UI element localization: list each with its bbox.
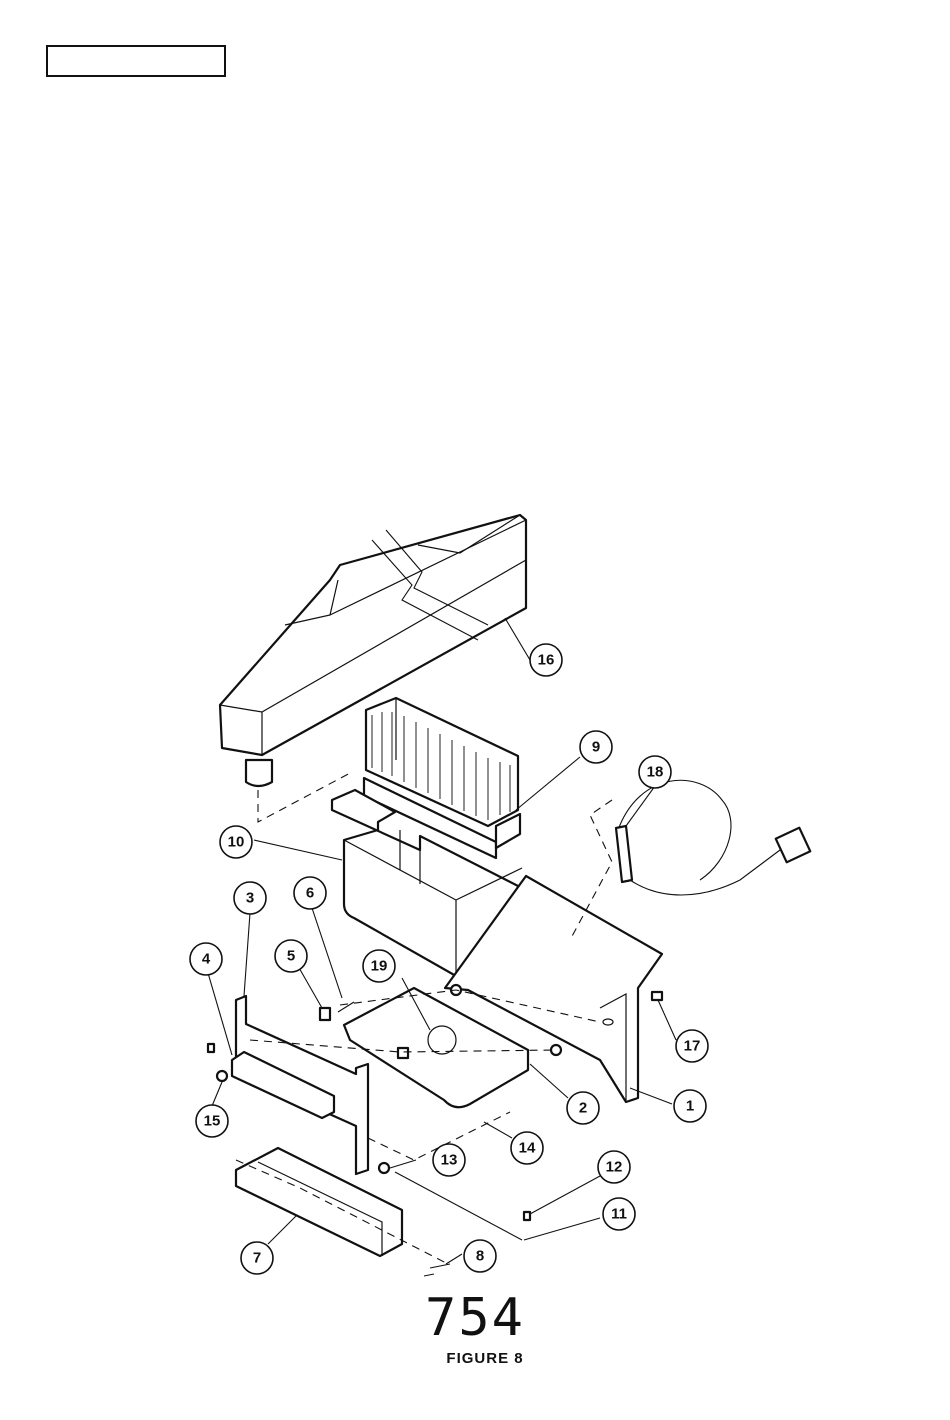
callout-17-label: 17: [684, 1038, 701, 1055]
callout-11: 11: [603, 1198, 635, 1230]
callout-6-label: 6: [306, 885, 314, 902]
part-18-sensor-cable: [616, 780, 810, 895]
callout-18-label: 18: [647, 764, 664, 781]
callout-9-label: 9: [592, 739, 600, 756]
callout-7: 7: [241, 1242, 273, 1274]
callout-10-label: 10: [228, 834, 245, 851]
callout-7-label: 7: [253, 1250, 261, 1267]
part-7-channel: [236, 1148, 402, 1256]
callout-14: 14: [511, 1132, 543, 1164]
callout-15: 15: [196, 1105, 228, 1137]
callout-9: 9: [580, 731, 612, 763]
callout-5-label: 5: [287, 948, 295, 965]
callout-17: 17: [676, 1030, 708, 1062]
callout-13-label: 13: [441, 1152, 458, 1169]
callout-16-label: 16: [538, 652, 555, 669]
callout-19: 19: [363, 950, 395, 982]
callout-1: 1: [674, 1090, 706, 1122]
callout-18: 18: [639, 756, 671, 788]
callout-8: 8: [464, 1240, 496, 1272]
callout-2: 2: [567, 1092, 599, 1124]
callout-8-label: 8: [476, 1248, 484, 1265]
callout-5: 5: [275, 940, 307, 972]
callout-6: 6: [294, 877, 326, 909]
callout-13: 13: [433, 1144, 465, 1176]
callout-4-label: 4: [202, 951, 211, 968]
callout-12: 12: [598, 1151, 630, 1183]
figure-caption: FIGURE 8: [0, 1350, 950, 1367]
callout-15-label: 15: [204, 1113, 221, 1130]
callout-19-label: 19: [371, 958, 388, 975]
callout-12-label: 12: [606, 1159, 623, 1176]
callout-3: 3: [234, 882, 266, 914]
part-11-rod: [395, 1172, 522, 1240]
page-number: 754: [0, 1288, 950, 1348]
callout-10: 10: [220, 826, 252, 858]
callout-11-label: 11: [611, 1206, 627, 1223]
callout-1-label: 1: [686, 1098, 694, 1115]
callout-4: 4: [190, 943, 222, 975]
callout-16: 16: [530, 644, 562, 676]
callout-14-label: 14: [519, 1140, 536, 1157]
callout-3-label: 3: [246, 890, 254, 907]
callout-2-label: 2: [579, 1100, 587, 1117]
